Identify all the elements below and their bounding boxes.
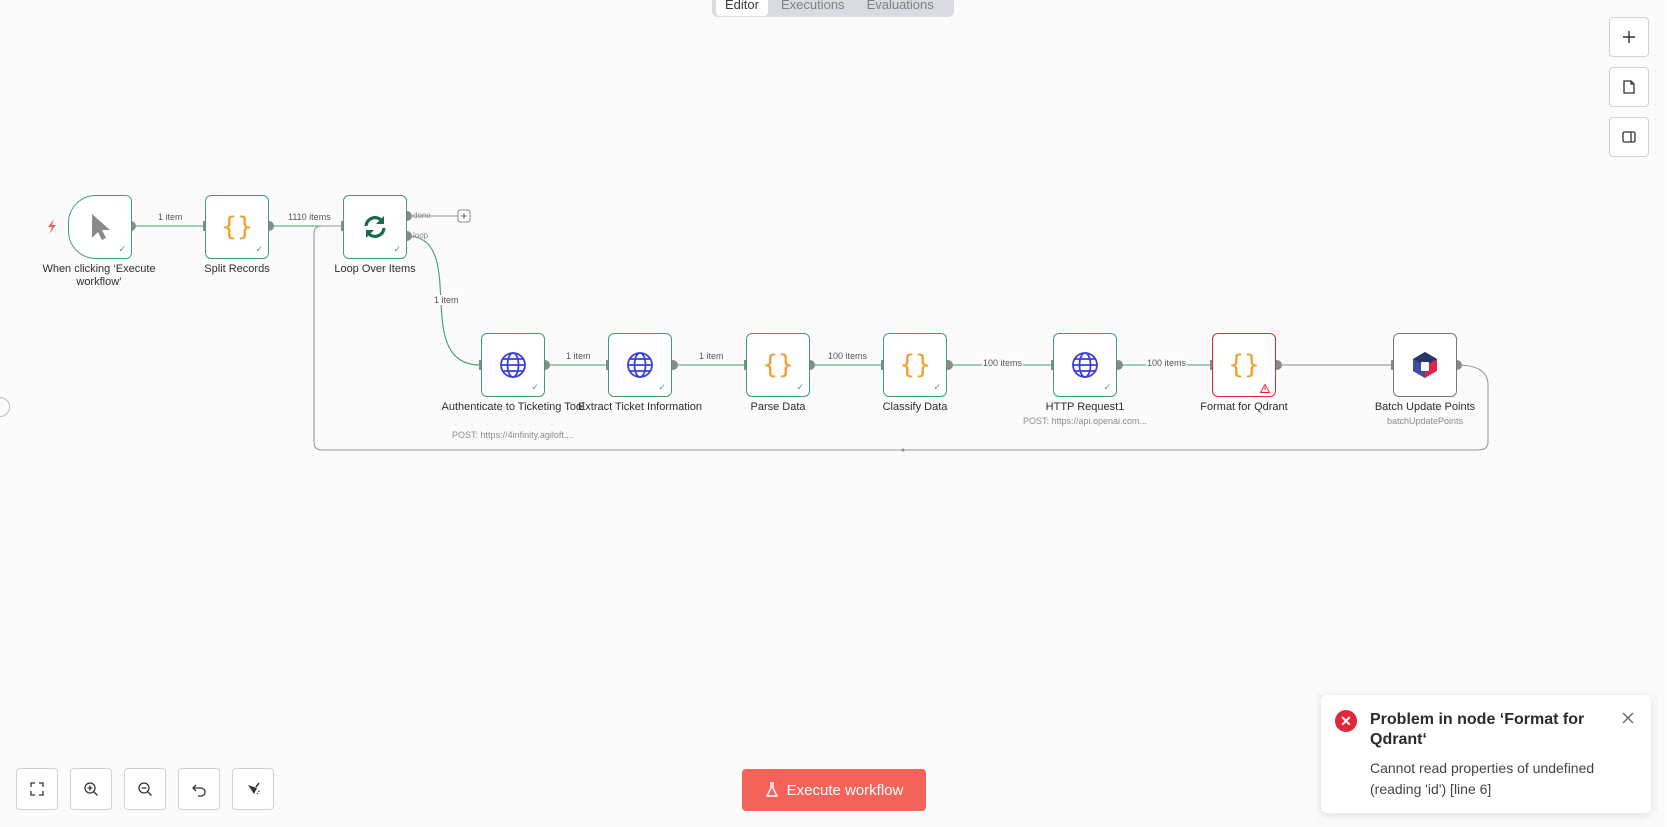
node-extract-ticket[interactable]: ✓ <box>608 333 672 397</box>
success-check-icon: ✓ <box>796 382 804 392</box>
success-check-icon: ✓ <box>1103 382 1111 392</box>
toast-message: Cannot read properties of undefined (rea… <box>1370 760 1595 797</box>
node-batch-update-points[interactable] <box>1393 333 1457 397</box>
undo-icon <box>192 784 206 797</box>
node-classify-data-label: Classify Data <box>882 401 948 413</box>
node-authenticate[interactable]: ✓ <box>481 333 545 397</box>
execute-workflow-label: Execute workflow <box>786 781 904 799</box>
zoom-in-icon <box>84 782 98 796</box>
tidy-up-button[interactable] <box>232 768 274 810</box>
connection-label-auth-extract: 1 item <box>565 351 592 361</box>
node-batch-update-points-subtitle: batchUpdatePoints <box>1386 416 1464 426</box>
connection-label-trigger-split: 1 item <box>157 212 184 222</box>
loop-loop-label: loop <box>413 231 429 240</box>
tab-executions[interactable]: Executions <box>780 0 845 12</box>
node-extract-ticket-label: Extract Ticket Information <box>577 401 703 413</box>
success-check-icon: ✓ <box>531 382 539 392</box>
view-tabs: Editor Executions Evaluations <box>712 0 954 17</box>
add-after-done-plus <box>461 213 467 219</box>
tab-evaluations[interactable]: Evaluations <box>866 0 934 12</box>
node-split-records[interactable]: {} ✓ <box>205 195 269 259</box>
error-icon: ✕ <box>1335 710 1357 732</box>
plus-icon <box>1623 31 1635 43</box>
node-format-for-qdrant-label: Format for Qdrant <box>1200 401 1288 413</box>
refresh-icon <box>364 216 386 238</box>
execute-workflow-button[interactable]: Execute workflow <box>742 769 926 811</box>
tab-editor[interactable]: Editor <box>716 0 768 16</box>
loop-done-label: done <box>413 211 431 220</box>
globe-icon <box>627 352 653 378</box>
sticky-note-icon <box>1623 80 1635 94</box>
loopback-midpoint-dot <box>901 448 905 452</box>
warning-icon <box>1260 384 1270 393</box>
connection-label-parse-classify: 100 items <box>827 351 869 361</box>
node-authenticate-label: Authenticate to Ticketing Tool <box>441 401 585 413</box>
node-http-request1[interactable]: ✓ <box>1053 333 1117 397</box>
broom-icon <box>248 782 260 795</box>
fit-view-button[interactable] <box>16 768 58 810</box>
success-check-icon: ✓ <box>933 382 941 392</box>
node-loop-label: Loop Over Items <box>334 263 416 275</box>
sidebar-panel-icon <box>1622 131 1636 143</box>
globe-icon <box>1072 352 1098 378</box>
toast-title: Problem in node ‘Format for Qdrant‘ <box>1370 711 1585 748</box>
code-icon: {} <box>762 350 794 380</box>
node-parse-data-label: Parse Data <box>750 401 806 413</box>
cursor-icon <box>92 214 110 240</box>
success-check-icon: ✓ <box>118 244 126 254</box>
close-icon[interactable] <box>1620 710 1636 726</box>
zoom-out-icon <box>138 782 152 796</box>
node-authenticate-subtitle: POST: https://4infinity.agiloft.... <box>452 430 574 440</box>
success-check-icon: ✓ <box>658 382 666 392</box>
add-sticky-note-button[interactable] <box>1609 67 1649 107</box>
connection-label-extract-parse: 1 item <box>698 351 725 361</box>
code-icon: {} <box>221 212 253 242</box>
node-trigger[interactable]: ✓ <box>68 195 132 259</box>
node-split-records-label: Split Records <box>204 263 270 275</box>
zoom-in-button[interactable] <box>70 768 112 810</box>
success-check-icon: ✓ <box>393 244 401 254</box>
connection-label-split-loop: 1110 items <box>287 212 332 222</box>
node-trigger-label: When clicking ‘Execute workflow’ <box>42 263 156 288</box>
connection-label-classify-http: 100 items <box>982 358 1024 368</box>
code-icon: {} <box>899 350 931 380</box>
code-icon: {} <box>1228 350 1260 380</box>
node-http-request1-label: HTTP Request1 <box>1045 401 1125 413</box>
success-check-icon: ✓ <box>255 244 263 254</box>
error-toast: ✕ Problem in node ‘Format for Qdrant‘ Ca… <box>1321 695 1651 813</box>
connection-label-http-format: 100 items <box>1146 358 1188 368</box>
node-loop-over-items[interactable]: ✓ <box>343 195 407 259</box>
undo-button[interactable] <box>178 768 220 810</box>
node-format-for-qdrant[interactable]: {} <box>1212 333 1276 397</box>
globe-icon <box>500 352 526 378</box>
trigger-bolt-icon <box>48 219 56 234</box>
canvas-edge-handle[interactable] <box>0 397 10 417</box>
fit-view-icon <box>30 782 44 796</box>
toggle-panel-button[interactable] <box>1609 117 1649 157</box>
node-http-request1-subtitle: POST: https://api.openai.com... <box>1022 416 1148 426</box>
zoom-out-button[interactable] <box>124 768 166 810</box>
add-after-done-box <box>457 209 471 223</box>
qdrant-icon <box>1413 352 1437 378</box>
connection-label-loop-auth: 1 item <box>433 295 460 305</box>
node-parse-data[interactable]: {} ✓ <box>746 333 810 397</box>
node-batch-update-points-label: Batch Update Points <box>1374 401 1476 413</box>
add-node-button[interactable] <box>1609 17 1649 57</box>
node-classify-data[interactable]: {} ✓ <box>883 333 947 397</box>
flask-icon <box>765 782 778 797</box>
